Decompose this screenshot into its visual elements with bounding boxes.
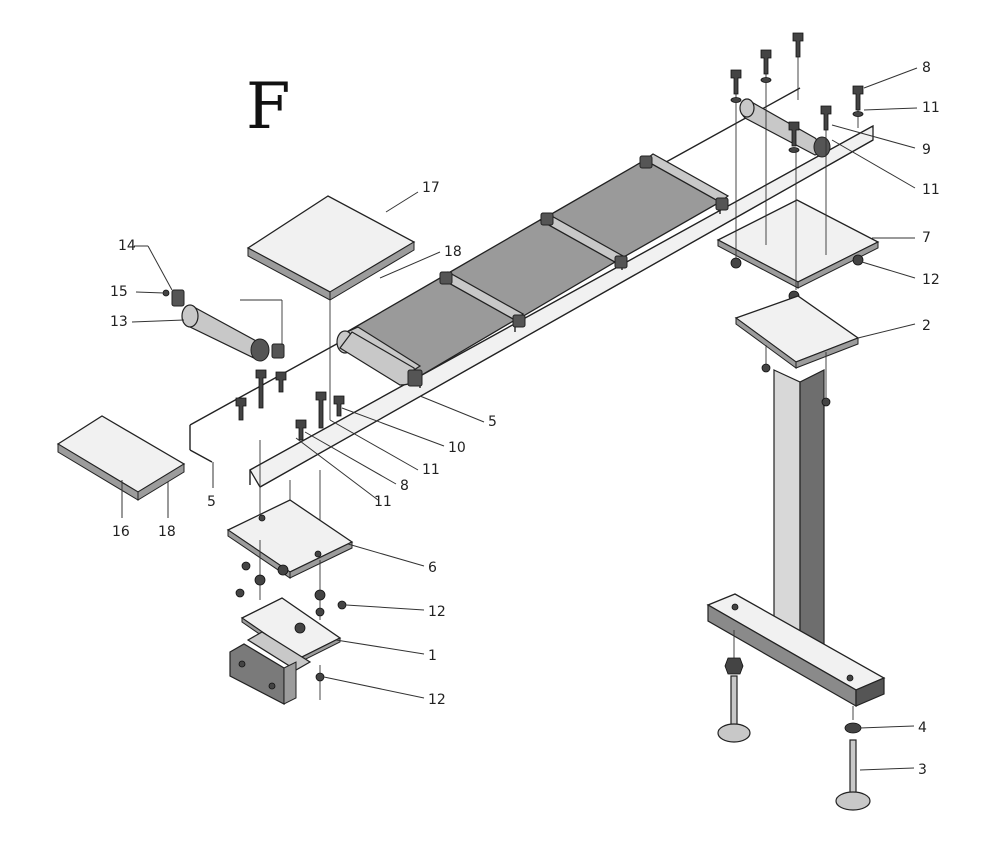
plate6-hardware [235,540,347,620]
callout-12-bottom: 12 [428,692,446,708]
bracket-1 [229,597,342,705]
callout-12-right: 12 [922,272,940,288]
callout-7: 7 [922,230,931,246]
callout-18-left: 18 [158,524,176,540]
stand-base [706,593,886,708]
callout-4: 4 [918,720,927,736]
callout-9: 9 [922,142,931,158]
mount-plate-6 [226,499,354,579]
callout-12-mid: 12 [428,604,446,620]
rear-roller [739,98,831,158]
left-roller-13 [162,289,285,362]
callout-13: 13 [110,314,128,330]
callout-6: 6 [428,560,437,576]
callout-11-lower: 11 [374,494,392,510]
callout-15: 15 [110,284,128,300]
callout-17: 17 [422,180,440,196]
figure-title-letter: F [246,70,290,144]
top-cover-17 [246,195,416,420]
callout-11-mid: 11 [422,462,440,478]
callout-14: 14 [118,238,136,254]
callout-11-right: 11 [922,182,940,198]
callout-1: 1 [428,648,437,664]
callout-16: 16 [112,524,130,540]
callout-10: 10 [448,440,466,456]
callout-3: 3 [918,762,927,778]
belt-front-roller [336,326,423,387]
callout-18-top: 18 [444,244,462,260]
mount-plate-7 [716,140,880,302]
upper-right-bolts [730,32,864,170]
callout-5-right: 5 [488,414,497,430]
callout-8-top: 8 [922,60,931,76]
leveling-feet [717,630,871,811]
belt-panels [343,153,730,388]
callout-8-mid: 8 [400,478,409,494]
end-cover-16 [56,415,186,501]
leader-lines [121,67,918,771]
callout-labels: 8 11 9 11 7 12 2 17 18 14 15 13 5 10 11 … [110,60,940,778]
callout-11-top: 11 [922,100,940,116]
callout-5-left: 5 [207,494,216,510]
callout-2: 2 [922,318,931,334]
